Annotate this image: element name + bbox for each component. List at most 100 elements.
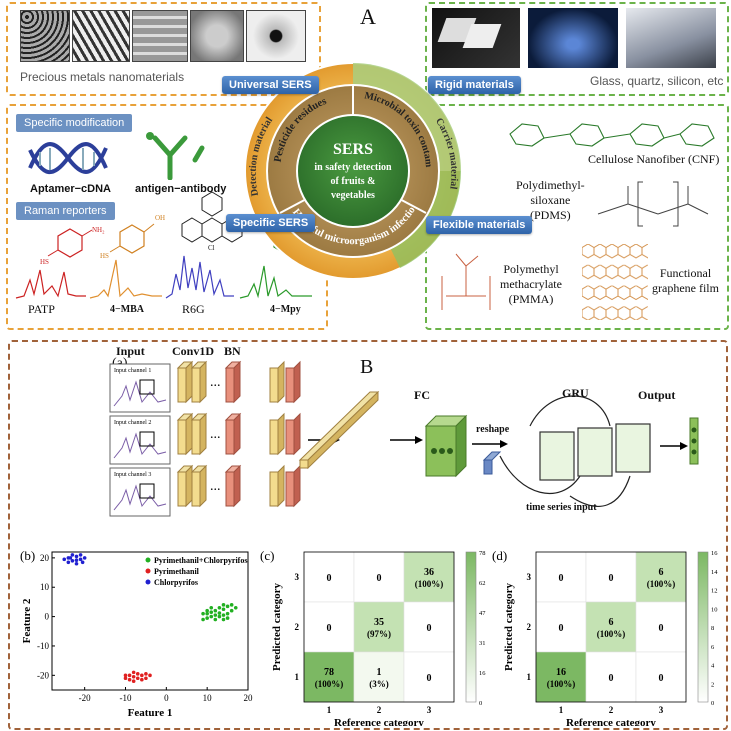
precious-metals-box — [6, 2, 321, 96]
scatter-point — [70, 553, 75, 557]
cm-x-label: Reference category — [334, 717, 424, 726]
scatter-point — [209, 610, 214, 614]
nanosphere-image — [190, 10, 244, 62]
input-channel-3-label: Input channel 3 — [114, 472, 151, 478]
antibody-icon — [146, 132, 205, 180]
raman-reporters-tag: Raman reporters — [16, 202, 115, 220]
pdms-line-3: (PDMS) — [529, 208, 571, 222]
hs-label-1: HS — [40, 258, 49, 266]
antigen-label: antigen−antibody — [135, 183, 227, 195]
fc-layer — [424, 414, 468, 478]
cm-cell-percent: (97%) — [367, 629, 391, 639]
input-channel-2-label: Input channel 2 — [114, 420, 151, 426]
cm-x-tick: 3 — [659, 705, 664, 715]
cm-x-tick: 3 — [427, 705, 432, 715]
input-label: Input — [116, 344, 145, 358]
aptamer-label: Aptamer−cDNA — [30, 183, 111, 195]
cm-cell-value: 0 — [427, 623, 432, 634]
cm-y-label: Predicted category — [271, 582, 283, 671]
scatter-point — [205, 616, 209, 620]
scatter-point — [225, 611, 230, 616]
cm-cell — [303, 551, 355, 603]
x-tick-label: -10 — [120, 693, 132, 703]
pdms-line-1: Polydimethyl- — [516, 178, 585, 192]
colorbar-tick: 2 — [711, 681, 714, 688]
colorbar-tick: 8 — [711, 625, 714, 632]
cm-cell — [635, 551, 687, 603]
scatter-point — [82, 556, 87, 560]
svg-text:...: ... — [210, 427, 221, 442]
graphene-lattice — [582, 244, 648, 320]
output-layer — [689, 417, 699, 465]
cm-y-tick: 2 — [527, 622, 532, 632]
rigid-materials-box — [425, 2, 729, 96]
reshape-label: reshape — [476, 424, 510, 435]
scatter-point — [140, 677, 144, 682]
cm-cell-value: 16 — [556, 667, 566, 678]
cm-x-tick: 1 — [327, 705, 332, 715]
scatter-point — [213, 608, 218, 613]
cm-x-label: Reference category — [566, 717, 656, 726]
pdms-line-2: siloxane — [530, 193, 571, 207]
bn-label: BN — [224, 344, 241, 358]
specific-modification-tag: Specific modification — [16, 114, 133, 132]
y-tick-label: 0 — [45, 612, 50, 622]
scatter-point — [217, 605, 222, 610]
graphene-label: Functional graphene film — [652, 266, 719, 296]
x-axis-label: Feature 1 — [128, 707, 173, 719]
scatter-point — [221, 617, 226, 622]
y-tick-label: -20 — [37, 670, 49, 680]
panel-a-letter: A — [360, 4, 376, 29]
legend-marker — [145, 568, 151, 574]
flatten-layer — [298, 390, 380, 470]
pmma-structure — [441, 253, 491, 310]
cm-cell-value: 36 — [424, 567, 434, 578]
colorbar-tick: 31 — [479, 640, 486, 647]
cm-y-tick: 1 — [527, 672, 532, 682]
svg-text:...: ... — [210, 479, 221, 494]
scatter-point — [140, 673, 144, 678]
mpy-spectrum — [239, 265, 312, 299]
colorbar-tick: 14 — [711, 569, 718, 576]
scatter-point — [74, 558, 79, 563]
reshape-layer — [482, 451, 502, 475]
scatter-point — [221, 607, 226, 612]
cm-x-tick: 2 — [377, 705, 382, 715]
pmma-line-1: Polymethyl — [503, 262, 559, 276]
input-channel-1-label: Input channel 1 — [114, 368, 151, 374]
graphene-line-1: Functional — [659, 266, 712, 280]
rigid-materials-tag: Rigid materials — [428, 76, 521, 94]
y-tick-label: 10 — [40, 582, 50, 592]
scatter-point — [225, 604, 230, 609]
scatter-point — [221, 613, 226, 617]
colorbar — [465, 551, 477, 703]
colorbar-tick: 4 — [711, 663, 715, 670]
wheel-center-line-2: in safety detection — [314, 162, 392, 173]
cm-cell — [535, 551, 587, 603]
scatter-point — [70, 559, 75, 563]
cm-cell-value: 0 — [659, 623, 664, 634]
pmma-line-2: methacrylate — [500, 277, 562, 291]
cm-x-tick: 1 — [559, 705, 564, 715]
scatter-point — [233, 605, 238, 610]
colorbar-tick: 12 — [711, 588, 718, 595]
scatter-point — [131, 670, 136, 675]
cm-cell-value: 6 — [659, 567, 664, 578]
scatter-point — [217, 611, 222, 615]
gru-layer — [499, 395, 651, 507]
r6g-spectrum — [165, 255, 234, 299]
legend-marker — [145, 557, 151, 563]
x-tick-label: -20 — [79, 693, 91, 703]
patp-spectrum — [15, 269, 86, 299]
scatter-point — [225, 616, 230, 620]
silicon-wafer-image — [626, 8, 716, 68]
scatter-point — [123, 673, 128, 678]
fc-label: FC — [414, 388, 430, 402]
scatter-point — [229, 608, 234, 613]
colorbar-tick: 62 — [479, 580, 486, 587]
nanocube-image — [132, 10, 188, 62]
nanoparticle-image-1 — [20, 10, 70, 62]
cm-frame — [303, 551, 455, 703]
